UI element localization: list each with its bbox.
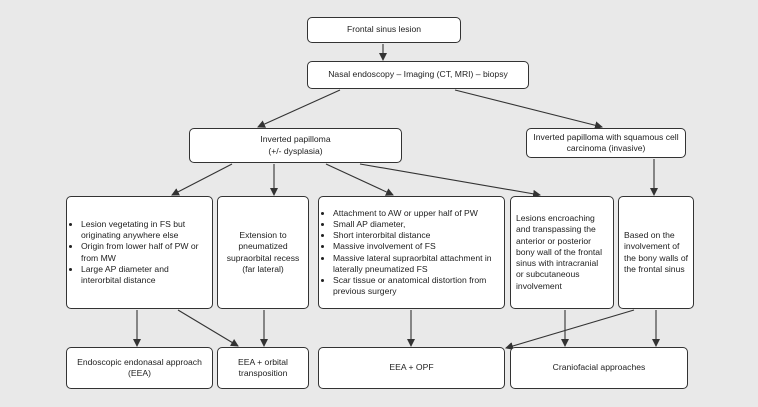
criteria-item: Short interorbital distance bbox=[333, 230, 499, 241]
arrow-workup-to-ip bbox=[257, 89, 341, 128]
node-label: Frontal sinus lesion bbox=[346, 24, 422, 35]
node-label: Endoscopic endonasal approach (EEA) bbox=[77, 356, 202, 378]
node-eea-orbital: EEA + orbital transposition bbox=[217, 347, 309, 389]
node-eea-opf: EEA + OPF bbox=[318, 347, 505, 389]
node-label: Craniofacial approaches bbox=[552, 362, 646, 373]
criteria-item: Small AP diameter, bbox=[333, 219, 499, 230]
criteria-item: Attachment to AW or upper half of PW bbox=[333, 208, 499, 219]
node-label: Inverted papilloma (+/- dysplasia) bbox=[260, 134, 331, 156]
node-inverted-papilloma: Inverted papilloma (+/- dysplasia) bbox=[189, 128, 402, 163]
node-label: EEA + OPF bbox=[389, 362, 434, 373]
node-criteria-orbital: Extension to pneumatized supraorbital re… bbox=[217, 196, 309, 309]
node-eea: Endoscopic endonasal approach (EEA) bbox=[66, 347, 213, 389]
node-workup: Nasal endoscopy – Imaging (CT, MRI) – bi… bbox=[307, 61, 529, 89]
node-ip-scc: Inverted papilloma with squamous cell ca… bbox=[526, 128, 686, 158]
criteria-item: Large AP diameter and interorbital dista… bbox=[81, 264, 207, 286]
node-label: Nasal endoscopy – Imaging (CT, MRI) – bi… bbox=[328, 69, 508, 80]
node-label: Based on the involvement of the bony wal… bbox=[624, 230, 689, 274]
node-craniofacial: Craniofacial approaches bbox=[510, 347, 688, 389]
arrow-ip-to-col1 bbox=[171, 163, 233, 196]
criteria-list: Attachment to AW or upper half of PW Sma… bbox=[322, 208, 499, 298]
node-criteria-eea: Lesion vegetating in FS but originating … bbox=[66, 196, 213, 309]
criteria-list: Lesion vegetating in FS but originating … bbox=[70, 219, 207, 286]
node-label: Lesions encroaching and transpassing the… bbox=[516, 213, 602, 291]
node-label: Inverted papilloma with squamous cell ca… bbox=[533, 131, 679, 153]
arrow-ip-to-col3 bbox=[325, 163, 394, 196]
node-label: Extension to pneumatized supraorbital re… bbox=[226, 230, 300, 274]
criteria-item: Lesion vegetating in FS but originating … bbox=[81, 219, 207, 241]
criteria-item: Massive lateral supraorbital attachment … bbox=[333, 253, 499, 275]
arrow-workup-to-scc bbox=[454, 89, 603, 130]
arrow-col5-to-opf bbox=[505, 309, 635, 350]
arrow-col1-to-orbital bbox=[177, 309, 239, 347]
arrow-ip-to-col4 bbox=[359, 163, 541, 198]
criteria-item: Scar tissue or anatomical distortion fro… bbox=[333, 275, 499, 297]
node-criteria-scc: Based on the involvement of the bony wal… bbox=[618, 196, 694, 309]
criteria-item: Massive involvement of FS bbox=[333, 241, 499, 252]
node-criteria-craniofacial: Lesions encroaching and transpassing the… bbox=[510, 196, 614, 309]
node-frontal-sinus-lesion: Frontal sinus lesion bbox=[307, 17, 461, 43]
node-label: EEA + orbital transposition bbox=[238, 356, 288, 378]
node-criteria-opf: Attachment to AW or upper half of PW Sma… bbox=[318, 196, 505, 309]
criteria-item: Origin from lower half of PW or from MW bbox=[81, 241, 207, 263]
